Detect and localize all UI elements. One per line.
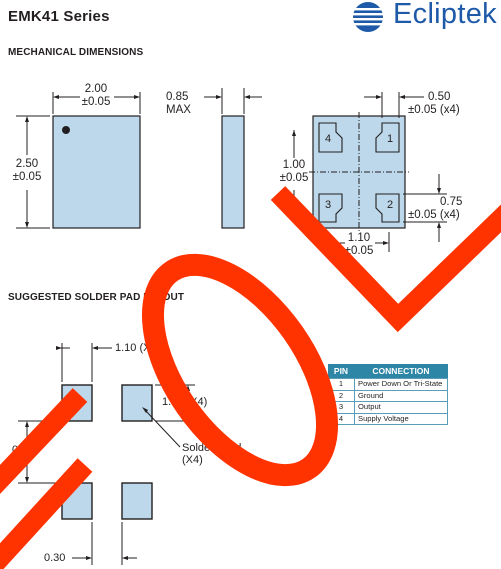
brand-name: Ecliptek [393, 0, 497, 30]
pad-width-dimension: 0.50 ±0.05 (x4) [408, 91, 460, 116]
solder-land-bottom-right [121, 482, 153, 520]
pin-label-3: 3 [324, 199, 332, 211]
solder-pad-heading: SUGGESTED SOLDER PAD LAYOUT [8, 292, 185, 303]
table-header-row: PIN CONNECTION [327, 364, 448, 379]
solder-land-label: Solder Land (X4) [182, 442, 242, 466]
pin-label-1: 1 [386, 133, 394, 145]
width-dimension: 2.00 ±0.05 [81, 83, 111, 108]
table-row: 1 Power Down Or Tri-State [327, 378, 448, 391]
solder-pad-size-label: 1.10 (X4) [162, 396, 208, 408]
pad-pitch-horizontal-dimension: 1.10 ±0.05 [344, 232, 374, 257]
pin-label-2: 2 [386, 199, 394, 211]
pin-connection-table: PIN CONNECTION 1 Power Down Or Tri-State… [327, 364, 448, 425]
connection-column-header: CONNECTION [354, 364, 448, 379]
series-title: EMK41 Series [8, 8, 110, 25]
table-row: 3 Output [327, 401, 448, 414]
table-row: 4 Supply Voltage [327, 412, 448, 425]
solder-land-bottom-left [61, 482, 93, 520]
pad-pitch-vertical-dimension: 1.00 ±0.05 [279, 159, 309, 184]
package-top-view [52, 115, 141, 229]
pad-height-dimension: 0.75 ±0.05 (x4) [408, 196, 463, 221]
pin-column-header: PIN [327, 364, 355, 379]
solder-gap-horizontal-label: 0.30 [44, 552, 66, 564]
mechanical-dimensions-heading: MECHANICAL DIMENSIONS [8, 47, 144, 58]
package-side-view [221, 115, 245, 229]
solder-gap-vertical-label: 0.50 [12, 444, 34, 456]
solder-land-top-left [61, 384, 93, 422]
pin-label-4: 4 [324, 133, 332, 145]
thickness-dimension: 0.85 MAX [166, 91, 191, 116]
height-dimension: 2.50 ±0.05 [12, 158, 42, 183]
solder-land-top-right [121, 384, 153, 422]
solder-pitch-label: 1.10 (X4) [115, 342, 161, 354]
table-row: 2 Ground [327, 389, 448, 402]
ecliptek-logo-icon [353, 2, 384, 32]
